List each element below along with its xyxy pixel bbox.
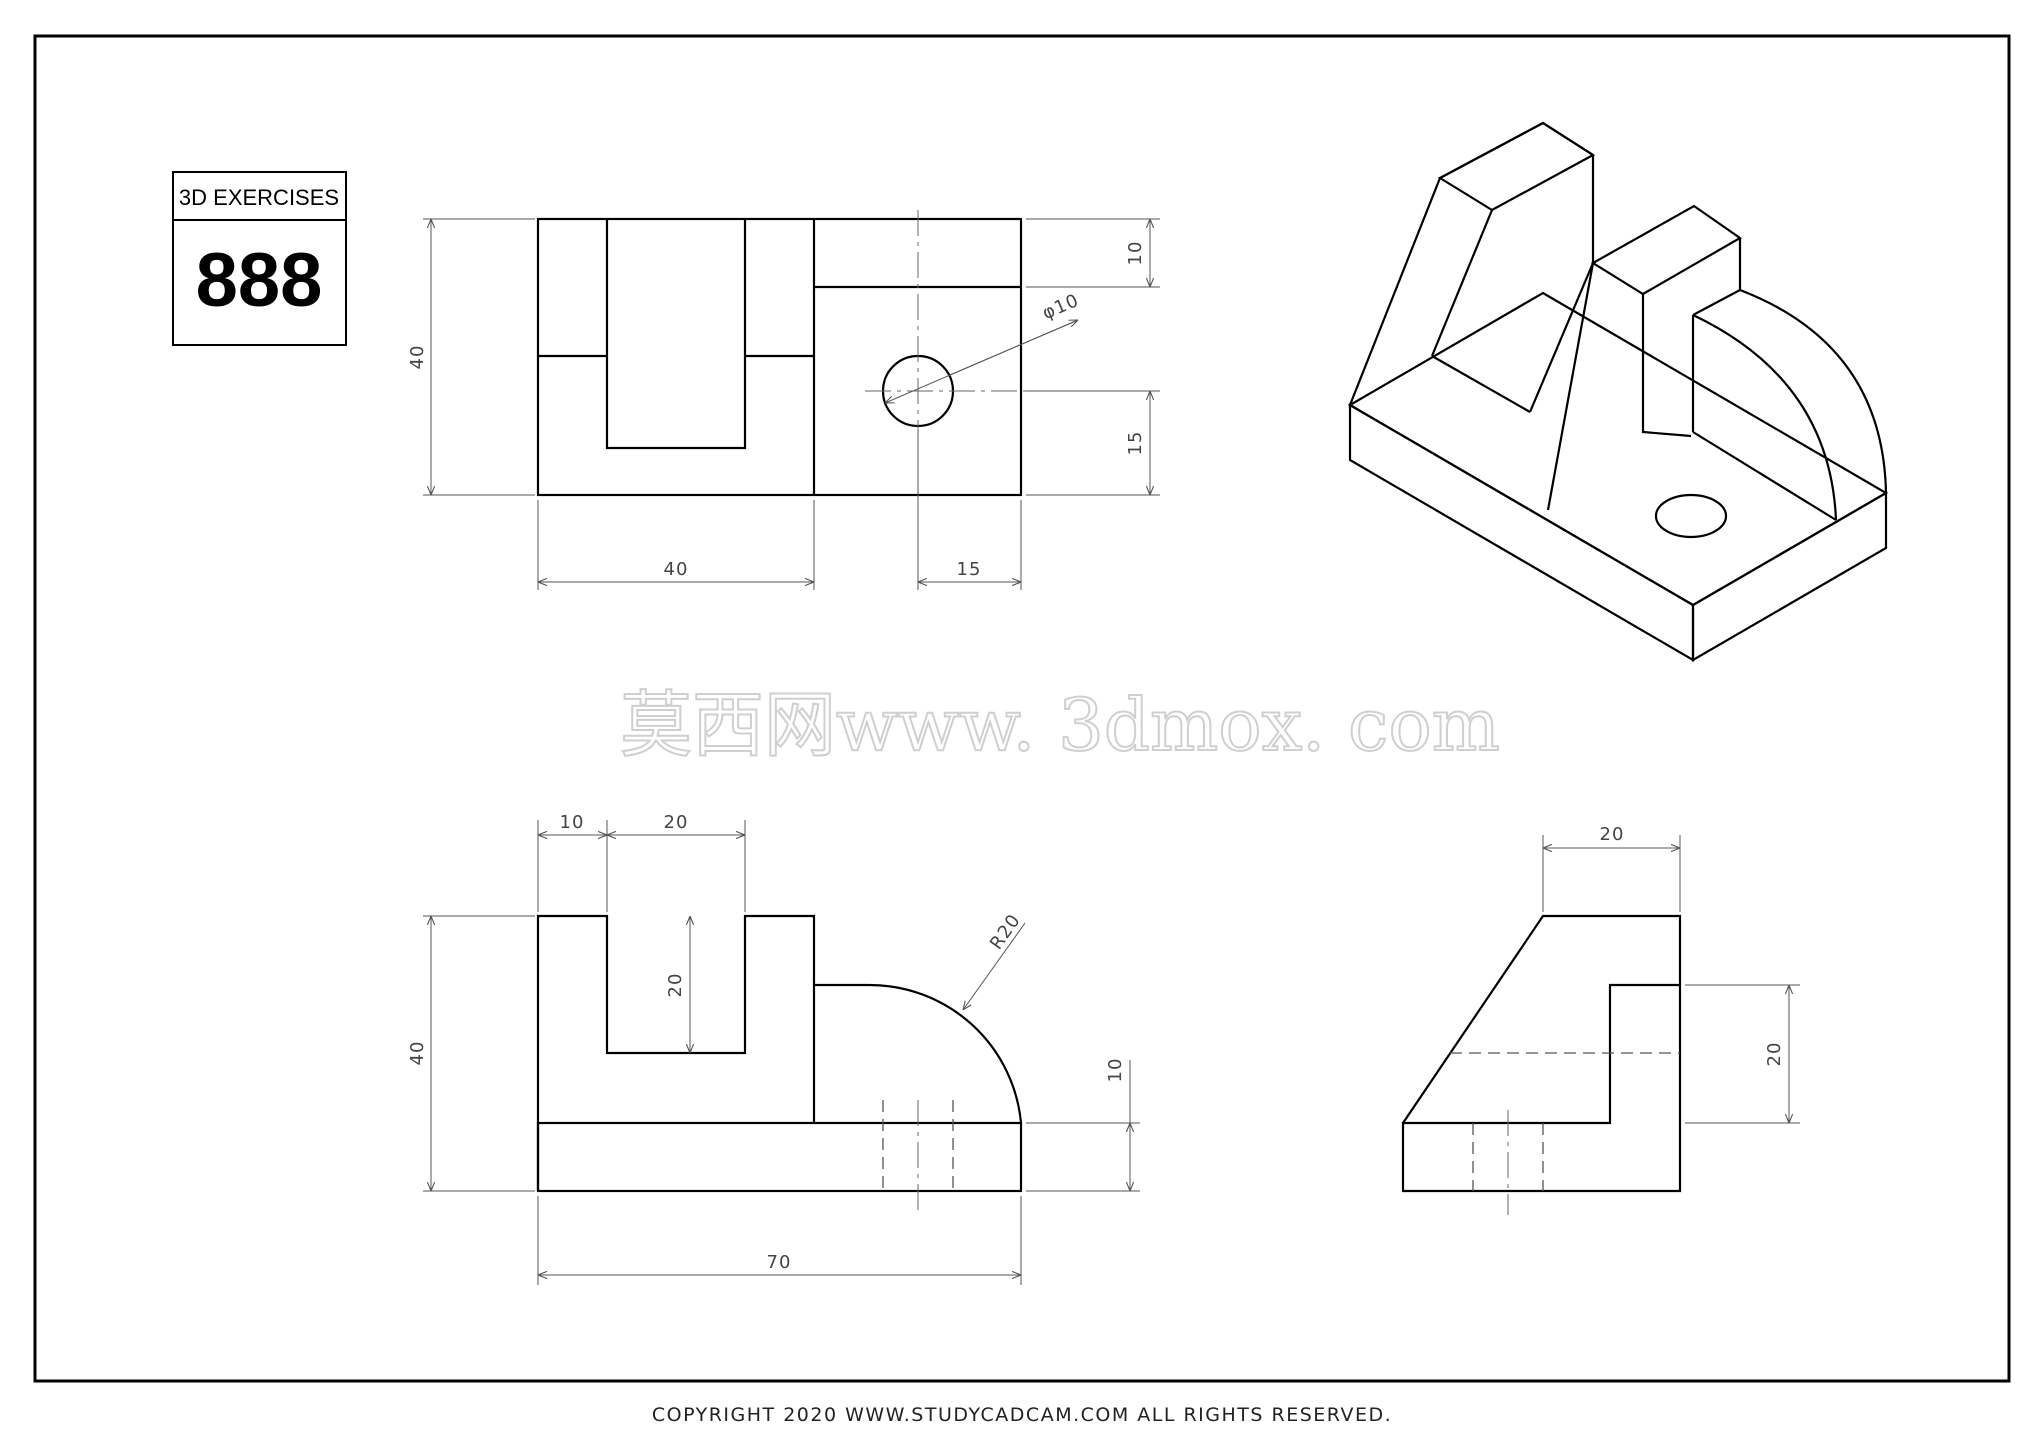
dim-top-upper: 10 bbox=[1125, 241, 1146, 266]
dim-front-overall: 70 bbox=[767, 1252, 792, 1273]
dim-front-slot-width: 20 bbox=[664, 812, 689, 833]
dim-top-height: 40 bbox=[407, 345, 428, 370]
dim-top-lower: 15 bbox=[1125, 431, 1146, 456]
dim-hole-diameter: φ10 bbox=[1039, 290, 1082, 324]
sheet-border bbox=[33, 34, 2011, 1383]
top-view-dimensions: 40 40 15 10 15 φ10 bbox=[407, 218, 1160, 590]
watermark: 莫西网www. 3dmox. com bbox=[620, 683, 1500, 767]
title-block: 3D EXERCISES 888 bbox=[172, 171, 347, 346]
isometric-view bbox=[1347, 121, 1889, 662]
title-block-number: 888 bbox=[196, 238, 323, 323]
dim-top-width-right: 15 bbox=[957, 559, 982, 580]
copyright-footer: COPYRIGHT 2020 WWW.STUDYCADCAM.COM ALL R… bbox=[652, 1404, 1392, 1426]
dim-side-top: 20 bbox=[1600, 824, 1625, 845]
dim-front-slot-depth: 20 bbox=[665, 973, 686, 998]
side-view bbox=[1401, 914, 1682, 1215]
dim-top-width-left: 40 bbox=[664, 559, 689, 580]
front-view bbox=[536, 914, 1023, 1215]
side-view-dimensions: 20 20 bbox=[1542, 824, 1800, 1124]
dim-front-slot-left: 10 bbox=[560, 812, 585, 833]
dim-front-base: 10 bbox=[1105, 1058, 1126, 1083]
dim-front-height: 40 bbox=[407, 1041, 428, 1066]
iso-hole bbox=[1654, 493, 1728, 539]
dim-side-height: 20 bbox=[1764, 1042, 1785, 1067]
title-block-caption: 3D EXERCISES bbox=[179, 185, 339, 210]
front-view-dimensions: 10 20 20 40 R20 10 70 bbox=[407, 812, 1140, 1285]
top-view bbox=[536, 210, 1030, 497]
